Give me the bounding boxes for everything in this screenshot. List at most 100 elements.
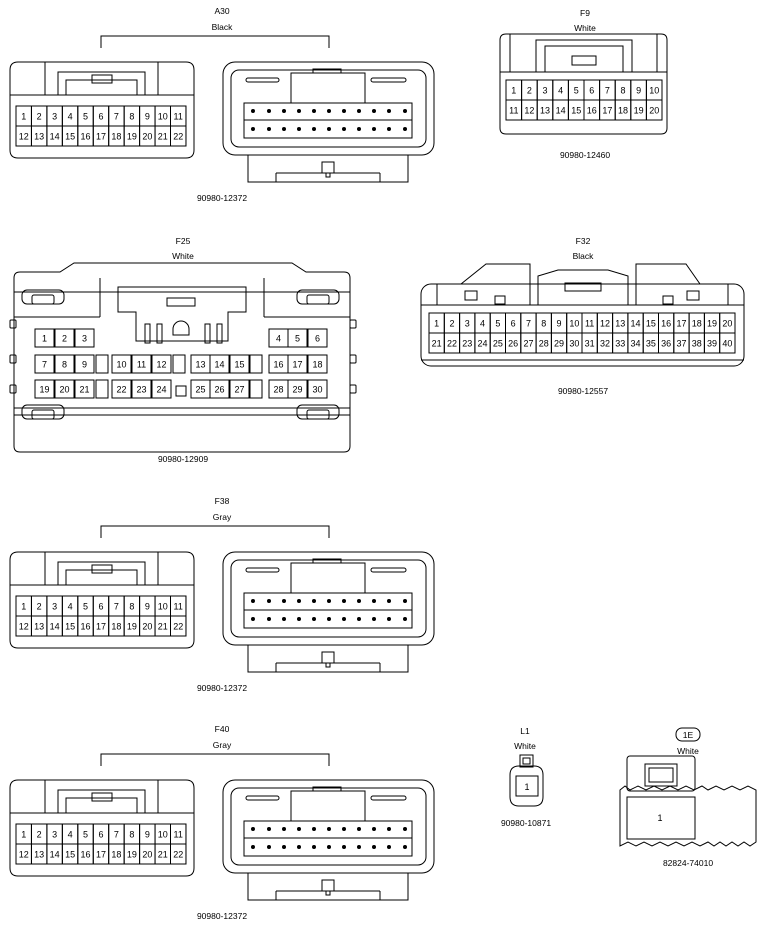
housing-inner (230, 787, 427, 866)
terminal-dot (372, 827, 376, 831)
pin-cell (54, 328, 75, 348)
terminal-dot (342, 599, 346, 603)
terminal-dot (267, 599, 271, 603)
pin-label: 13 (34, 622, 44, 632)
terminal-dot (312, 617, 316, 621)
pin-cell (74, 354, 95, 374)
terminal-dot (282, 127, 286, 131)
part-number: 90980-12460 (560, 150, 610, 160)
pin-label: 7 (114, 112, 119, 122)
lock-tab (686, 290, 700, 301)
terminal-dot (282, 109, 286, 113)
key-tab (312, 786, 342, 792)
pin-label: 21 (158, 850, 168, 860)
side-rail (349, 384, 357, 394)
terminal-dot (327, 827, 331, 831)
pin-label: 23 (136, 385, 146, 395)
keyway (290, 562, 366, 594)
slot (370, 567, 407, 573)
pin-cell (626, 796, 696, 840)
pin-label: 8 (129, 112, 134, 122)
terminal-dot (312, 827, 316, 831)
pin-label: 6 (511, 319, 516, 329)
part-number: 90980-12372 (197, 683, 247, 693)
blank-cavity (249, 379, 263, 399)
latch (325, 172, 331, 178)
connector-color: White (574, 23, 596, 33)
lock-frame (644, 763, 678, 787)
pin-label: 19 (127, 850, 137, 860)
blank-cavity (95, 379, 109, 399)
pin-label: 15 (234, 360, 244, 370)
pin-label: 25 (195, 385, 205, 395)
lock-tab (662, 295, 674, 305)
pin-label: 2 (37, 112, 42, 122)
pin-cell (151, 354, 172, 374)
rib-slot (144, 323, 151, 344)
pin-cell (74, 379, 95, 399)
pin-label: 12 (19, 132, 29, 142)
pin-label: 9 (145, 602, 150, 612)
terminal-dot (327, 617, 331, 621)
part-number: 90980-12557 (558, 386, 608, 396)
lock-frame (635, 263, 729, 305)
pin-label: 38 (692, 339, 702, 349)
pin-label: 4 (276, 334, 281, 344)
terminal-dot (297, 845, 301, 849)
blank-cavity (249, 354, 263, 374)
pin-label: 11 (174, 830, 183, 840)
pin-label: 4 (68, 112, 73, 122)
key-tab (312, 558, 342, 564)
pin-label: 10 (649, 86, 659, 96)
pin-label: 15 (65, 850, 75, 860)
pin-label: 8 (620, 86, 625, 96)
terminal-dot (267, 845, 271, 849)
slot (245, 77, 280, 83)
pin-cell (34, 379, 55, 399)
pin-label: 15 (65, 622, 75, 632)
pin-label: 14 (214, 360, 224, 370)
lock-tab (91, 564, 113, 574)
terminal-dot (312, 845, 316, 849)
part-number: 82824-74010 (663, 858, 713, 868)
lock-tab (464, 290, 478, 301)
pin-label: 17 (96, 132, 106, 142)
pin-label: 24 (478, 339, 488, 349)
terminal-dot (387, 109, 391, 113)
terminal-dot (297, 617, 301, 621)
pin-cell (719, 332, 736, 354)
pin-label: 23 (462, 339, 472, 349)
latch (321, 651, 335, 664)
pin-label: 12 (156, 360, 166, 370)
lock-frame (519, 754, 534, 768)
pin-label: 22 (173, 132, 183, 142)
pin-label: 1 (21, 112, 26, 122)
connector-name: F40 (215, 724, 230, 734)
latch (325, 890, 331, 896)
terminal-dot (267, 617, 271, 621)
pin-label: 6 (98, 602, 103, 612)
pin-label: 5 (495, 319, 500, 329)
pin-label: 19 (127, 132, 137, 142)
pin-label: 29 (292, 385, 302, 395)
mount-clip (21, 404, 65, 420)
housing-outline (222, 61, 435, 156)
lock-tab (91, 792, 113, 802)
latch (321, 879, 335, 892)
pin-label: 7 (42, 360, 47, 370)
pin-label: 14 (50, 622, 60, 632)
latch (325, 662, 331, 668)
pin-cell (229, 379, 250, 399)
pin-label: 12 (524, 106, 534, 116)
lock-frame (65, 79, 138, 95)
pin-label: 9 (636, 86, 641, 96)
pin-label: 6 (98, 830, 103, 840)
terminal-dot (297, 827, 301, 831)
pin-cell (229, 354, 250, 374)
lock-frame (65, 797, 138, 813)
housing-inner (230, 559, 427, 638)
pin-label: 3 (465, 319, 470, 329)
